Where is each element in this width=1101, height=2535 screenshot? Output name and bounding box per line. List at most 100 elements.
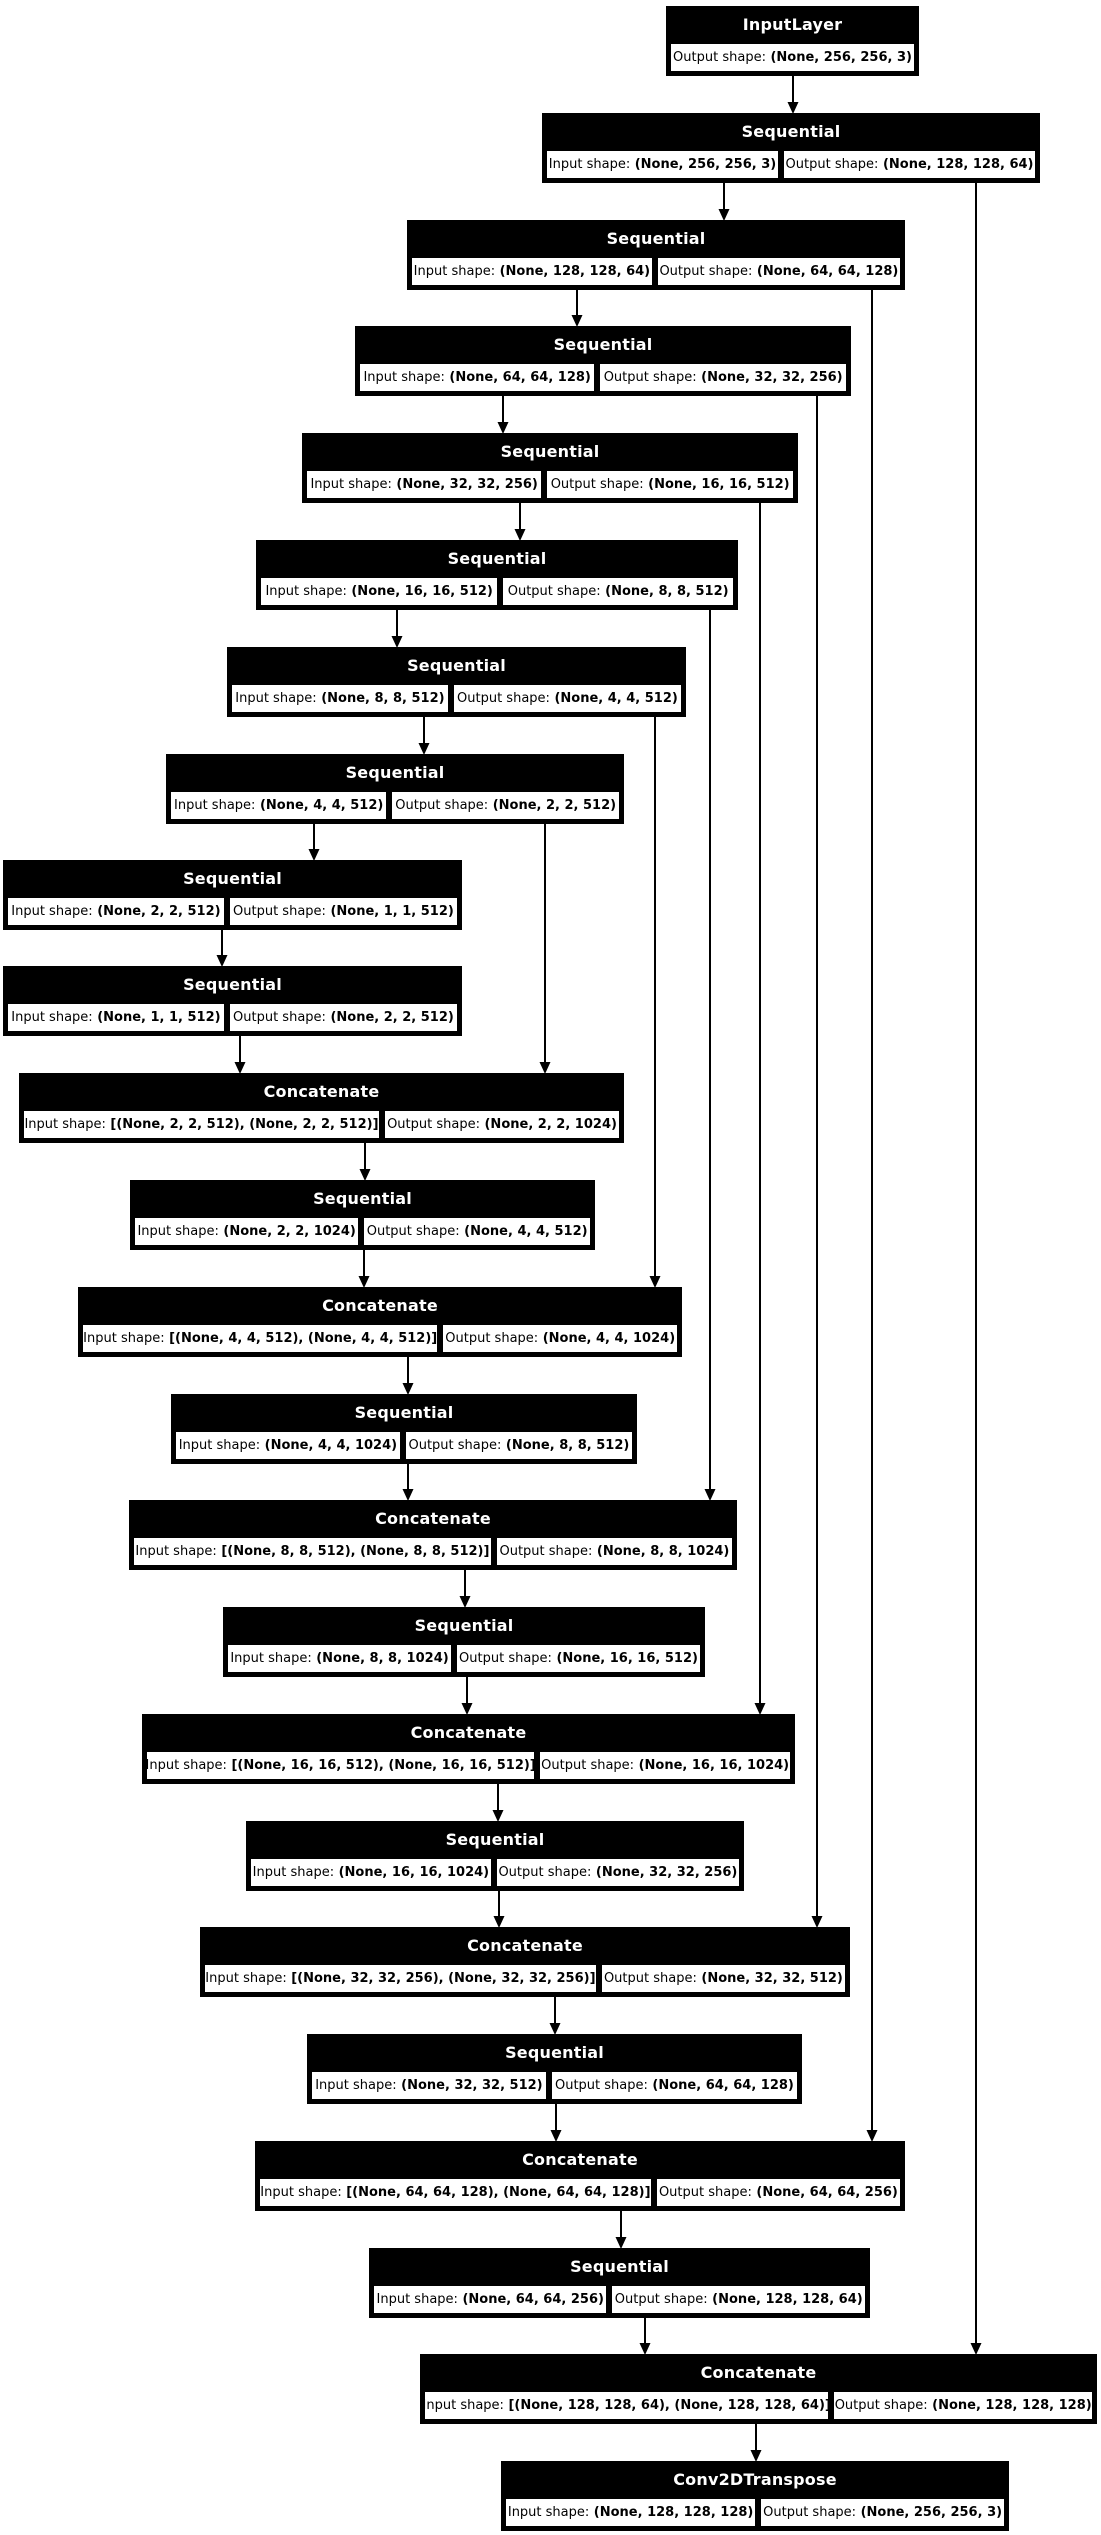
output-shape-cell: Output shape: (None, 1, 1, 512): [228, 897, 458, 926]
layer-title: Sequential: [505, 2043, 604, 2062]
shape-label: Input shape:: [24, 1117, 106, 1132]
shape-label: Output shape:: [395, 798, 489, 813]
arrowhead-icon: [649, 1276, 661, 1288]
shape-label: Output shape:: [445, 1331, 539, 1346]
shape-label: Output shape:: [408, 1438, 502, 1453]
output-shape-cell: Output shape: (None, 32, 32, 512): [600, 1964, 846, 1993]
shape-label: Input shape:: [315, 2078, 397, 2093]
shape-value: [(None, 32, 32, 256), (None, 32, 32, 256…: [286, 1971, 596, 1986]
shape-cells-row: Input shape: (None, 2, 2, 512)Output sha…: [7, 897, 458, 926]
shape-value: (None, 4, 4, 512): [255, 798, 384, 813]
output-shape-cell: Output shape: (None, 4, 4, 512): [363, 1217, 591, 1246]
shape-label: Input shape:: [235, 691, 317, 706]
arrowhead-icon: [514, 529, 526, 541]
input-shape-cell: Input shape: [(None, 4, 4, 512), (None, …: [82, 1324, 439, 1353]
arrowhead-icon: [639, 2343, 651, 2355]
shape-cells-row: Input shape: (None, 16, 16, 1024)Output …: [250, 1858, 740, 1887]
shape-value: (None, 8, 8, 512): [316, 691, 445, 706]
shape-label: Output shape:: [387, 1117, 480, 1132]
shape-cells-row: Input shape: [(None, 32, 32, 256), (None…: [204, 1964, 846, 1993]
shape-label: Input shape:: [205, 1971, 287, 1986]
arrowhead-icon: [550, 2130, 562, 2142]
shape-value: (None, 4, 4, 512): [459, 1224, 588, 1239]
shape-value: [(None, 2, 2, 512), (None, 2, 2, 512)]: [105, 1117, 379, 1132]
shape-value: (None, 8, 8, 512): [501, 1438, 630, 1453]
shape-label: Output shape:: [614, 2292, 708, 2307]
output-shape-cell: Output shape: (None, 64, 64, 256): [655, 2178, 901, 2207]
layer-title: Sequential: [354, 1403, 454, 1422]
layer-title: Concatenate: [322, 1296, 438, 1315]
shape-cells-row: Input shape: [(None, 8, 8, 512), (None, …: [133, 1537, 733, 1566]
output-shape-cell: Output shape: (None, 64, 64, 128): [656, 257, 901, 286]
shape-label: Output shape:: [366, 1224, 460, 1239]
arrowhead-icon: [216, 955, 228, 967]
input-shape-cell: Input shape: [(None, 8, 8, 512), (None, …: [133, 1537, 492, 1566]
shape-label: Output shape:: [658, 2185, 752, 2200]
shape-value: (None, 8, 8, 1024): [311, 1651, 449, 1666]
output-shape-cell: Output shape: (None, 16, 16, 1024): [539, 1751, 791, 1780]
shape-label: Output shape:: [507, 584, 601, 599]
layer-title: Sequential: [313, 1189, 412, 1208]
arrowhead-icon: [866, 2130, 878, 2142]
shape-value: (None, 64, 64, 128): [444, 370, 591, 385]
shape-value: (None, 16, 16, 512): [346, 584, 493, 599]
shape-label: Input shape:: [178, 1438, 261, 1453]
layer-title: Sequential: [447, 549, 547, 568]
output-shape-cell: Output shape: (None, 4, 4, 512): [452, 684, 682, 713]
shape-label: Output shape:: [673, 50, 766, 65]
arrowhead-icon: [754, 1703, 766, 1715]
layer-title: Sequential: [500, 442, 600, 461]
shape-label: Output shape:: [459, 1651, 552, 1666]
output-shape-cell: Output shape: (None, 128, 128, 64): [783, 150, 1036, 179]
shape-cells-row: Input shape: [(None, 128, 128, 64), (Non…: [424, 2391, 1093, 2420]
layer-title: Sequential: [407, 656, 506, 675]
layer-title: Concatenate: [700, 2363, 817, 2382]
arrowhead-icon: [418, 743, 430, 755]
arrowhead-icon: [718, 209, 730, 221]
layer-title: Sequential: [570, 2257, 669, 2276]
input-shape-cell: Input shape: (None, 16, 16, 512): [260, 577, 499, 606]
output-shape-cell: Output shape: (None, 256, 256, 3): [760, 2498, 1005, 2527]
input-shape-cell: Input shape: (None, 2, 2, 512): [7, 897, 225, 926]
shape-value: (None, 256, 256, 3): [765, 50, 912, 65]
shape-cells-row: Input shape: (None, 2, 2, 1024)Output sh…: [134, 1217, 591, 1246]
layer-title: Concatenate: [467, 1936, 583, 1955]
output-shape-cell: Output shape: (None, 256, 256, 3): [670, 43, 915, 72]
shape-cells-row: Input shape: [(None, 64, 64, 128), (None…: [259, 2178, 901, 2207]
shape-value: [(None, 128, 128, 64), (None, 128, 128, …: [503, 2398, 830, 2413]
shape-value: (None, 2, 2, 512): [92, 904, 221, 919]
shape-label: Output shape:: [763, 2505, 857, 2520]
arrowhead-icon: [704, 1489, 716, 1501]
arrowhead-icon: [787, 102, 799, 114]
input-shape-cell: Input shape: [(None, 128, 128, 64), (Non…: [424, 2391, 830, 2420]
shape-value: (None, 256, 256, 3): [630, 157, 777, 172]
input-shape-cell: Input shape: (None, 64, 64, 256): [373, 2285, 608, 2314]
shape-value: (None, 32, 32, 512): [396, 2078, 543, 2093]
shape-label: Input shape:: [135, 1544, 217, 1559]
layer-title: Concatenate: [263, 1082, 380, 1101]
arrowhead-icon: [750, 2450, 762, 2462]
shape-label: Input shape:: [11, 1010, 93, 1025]
shape-cells-row: Input shape: (None, 128, 128, 64)Output …: [411, 257, 901, 286]
shape-cells-row: Input shape: [(None, 4, 4, 512), (None, …: [82, 1324, 678, 1353]
shape-value: (None, 2, 2, 1024): [218, 1224, 356, 1239]
layer-title: Concatenate: [410, 1723, 527, 1742]
shape-label: Output shape:: [554, 2078, 648, 2093]
shape-value: (None, 128, 128, 64): [707, 2292, 863, 2307]
